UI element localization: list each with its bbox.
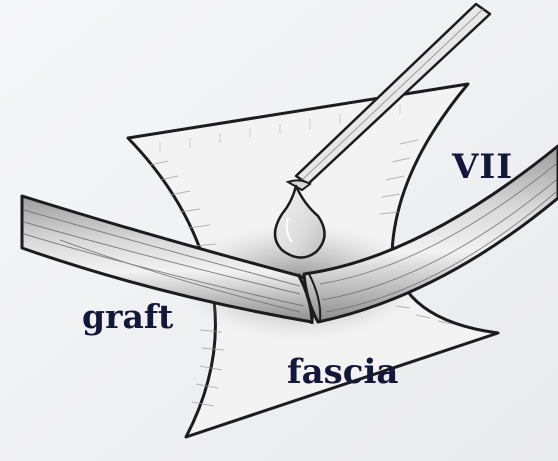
- label-graft: graft: [82, 300, 173, 333]
- label-fascia: fascia: [287, 355, 398, 389]
- label-facial-nerve-vii: VII: [452, 150, 513, 184]
